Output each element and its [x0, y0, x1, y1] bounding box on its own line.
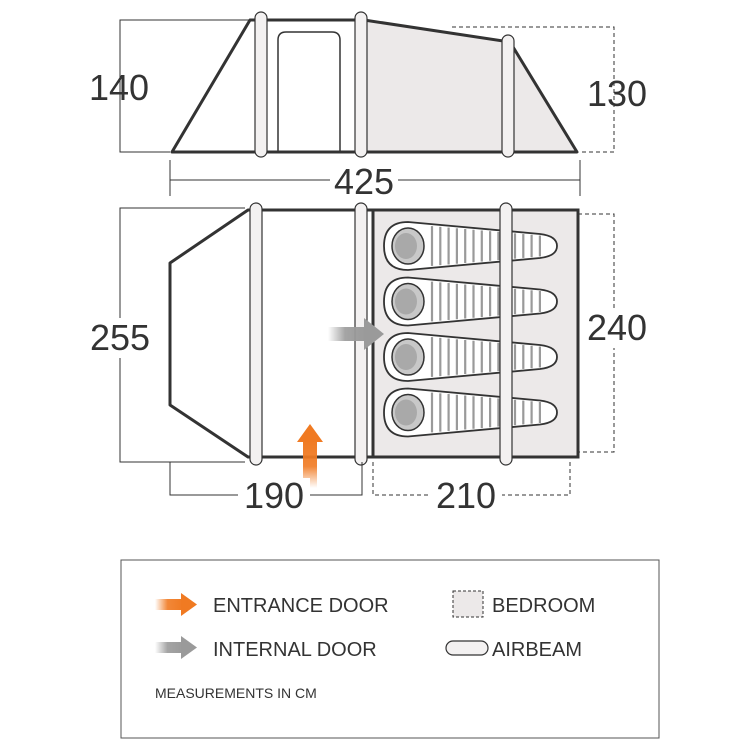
legend-internal-arrow-icon [155, 636, 197, 659]
side-airbeam-1 [254, 11, 268, 158]
dim-side-rear-height: 130 [587, 73, 647, 114]
floorplan-living-outline [168, 208, 373, 459]
legend-entrance-arrow-icon [155, 593, 197, 616]
side-airbeam-2 [354, 11, 368, 158]
dim-bedroom-length: 210 [436, 475, 496, 516]
floorplan-airbeam-3 [499, 202, 513, 466]
internal-door-arrow [328, 318, 384, 350]
dim-bedroom-width: 240 [587, 307, 647, 348]
side-view [170, 11, 579, 158]
dim-living-length: 190 [244, 475, 304, 516]
dim-total-length: 425 [334, 161, 394, 202]
legend-internal-label: INTERNAL DOOR [213, 639, 377, 661]
side-airbeam-3 [501, 34, 515, 158]
floor-plan [168, 202, 580, 488]
label-bg-240 [584, 308, 650, 348]
dim-side-front-height: 140 [89, 67, 149, 108]
sleeping-bag [383, 221, 558, 271]
sleeping-bag [383, 276, 558, 327]
legend-units-note: MEASUREMENTS IN CM [155, 685, 317, 701]
sleeping-bags [383, 221, 558, 438]
legend-box [120, 559, 660, 739]
side-bedroom-area [364, 20, 575, 152]
legend-entrance-label: ENTRANCE DOOR [213, 595, 389, 617]
side-dimension-lines [119, 19, 615, 196]
dim-floor-width: 255 [90, 317, 150, 358]
floorplan-airbeam-1 [249, 202, 263, 466]
legend: ENTRANCE DOOR INTERNAL DOOR BEDROOM AIRB… [120, 559, 660, 739]
label-bg-255 [88, 318, 154, 358]
legend-airbeam-icon [445, 640, 489, 656]
sleeping-bag [383, 387, 558, 438]
side-internal-door [277, 31, 341, 152]
legend-bedroom-icon [452, 590, 484, 618]
label-bg-190 [238, 478, 310, 514]
legend-bedroom-label: BEDROOM [492, 595, 595, 617]
entrance-door-arrow [297, 424, 323, 488]
sleeping-bag [383, 332, 558, 382]
legend-airbeam-label: AIRBEAM [492, 639, 582, 661]
label-bg-210 [430, 478, 502, 514]
